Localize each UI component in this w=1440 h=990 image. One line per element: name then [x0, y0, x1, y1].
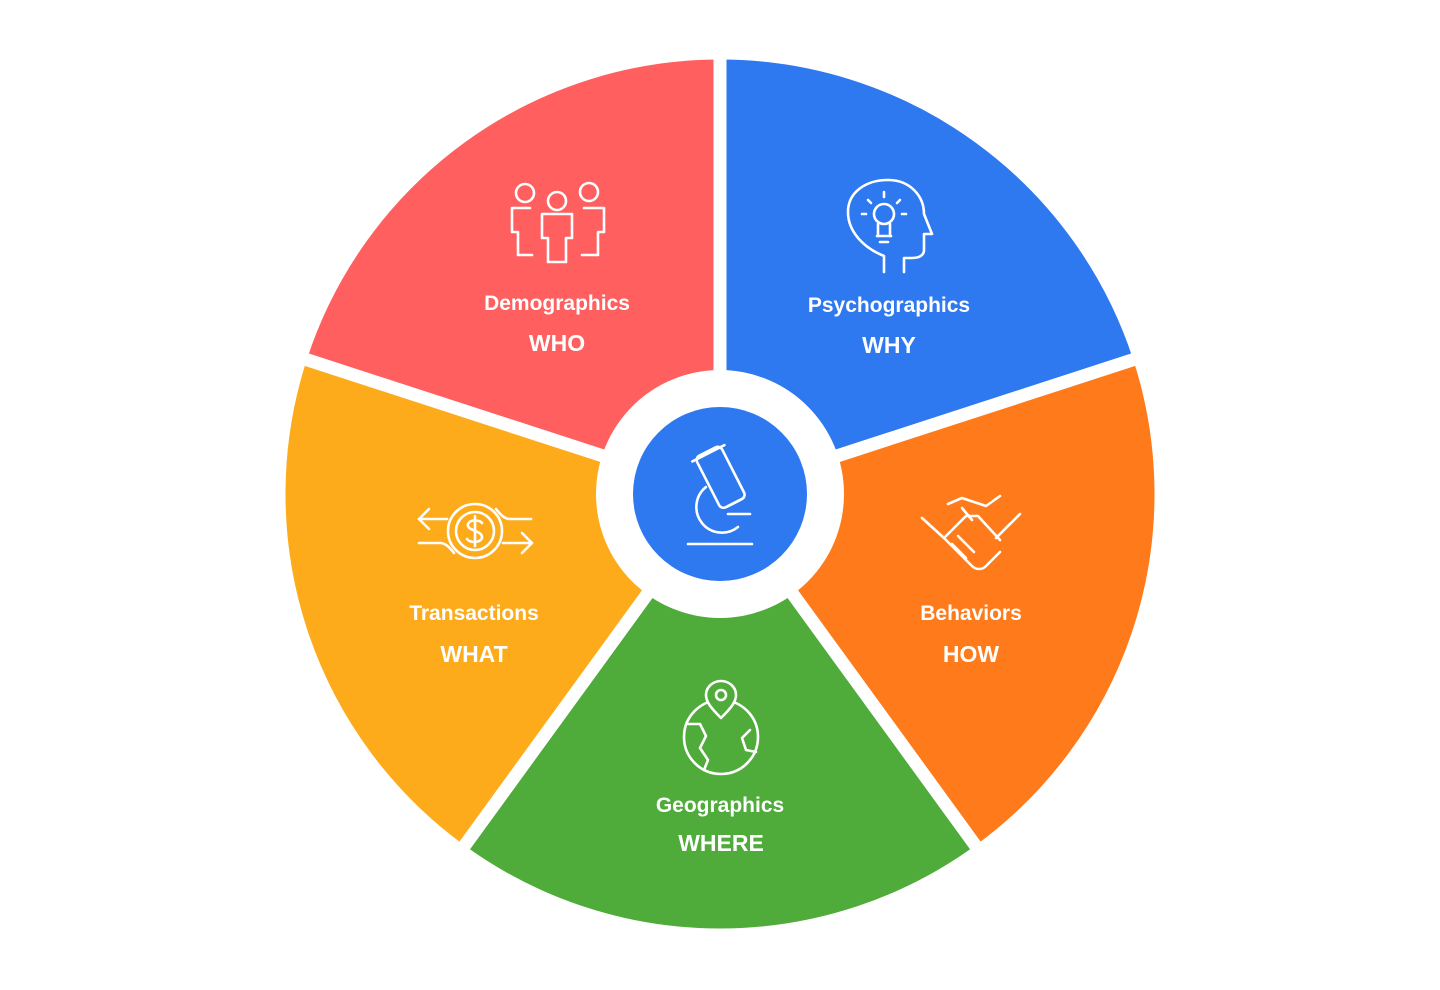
segment-subtitle-demographics: WHO	[529, 330, 585, 356]
microscope-icon	[686, 443, 754, 546]
segment-subtitle-geographics: WHERE	[678, 830, 764, 856]
wedge-psychographics[interactable]	[713, 46, 1148, 503]
segment-title-geographics: Geographics	[656, 794, 784, 817]
segment-title-behaviors: Behaviors	[920, 602, 1022, 625]
people-icon	[510, 181, 606, 264]
wedge-demographics[interactable]	[292, 46, 727, 503]
segment-title-psychographics: Psychographics	[808, 294, 970, 317]
segment-title-demographics: Demographics	[484, 292, 630, 315]
center-hub[interactable]	[633, 407, 807, 581]
segment-subtitle-behaviors: HOW	[943, 641, 1000, 667]
globe-pin-icon	[682, 679, 760, 776]
segment-subtitle-psychographics: WHY	[862, 332, 916, 358]
handshake-icon	[920, 494, 1022, 571]
segment-subtitle-transactions: WHAT	[440, 641, 507, 667]
head-lightbulb-icon	[846, 178, 934, 274]
segment-title-transactions: Transactions	[409, 602, 539, 625]
dollar-exchange-icon	[417, 502, 534, 560]
